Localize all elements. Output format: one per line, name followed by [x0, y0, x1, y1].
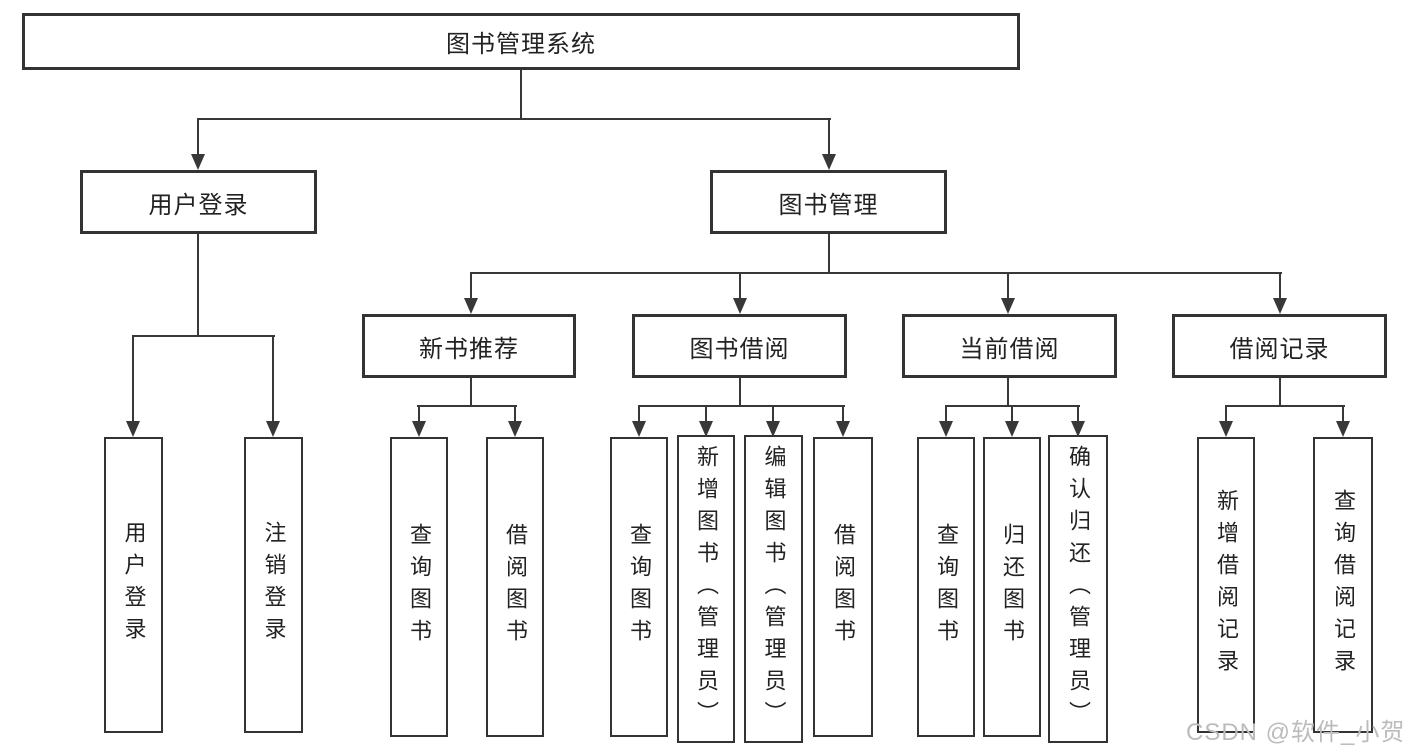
leaf-rec-query-book: 查询图书	[390, 437, 448, 737]
arrow-down-icon	[1001, 298, 1015, 314]
node-user-login-label: 用户登录	[148, 191, 249, 219]
leaf-borrow-query-book: 查询图书	[610, 437, 668, 737]
connector	[470, 378, 472, 405]
arrow-down-icon	[836, 421, 850, 437]
arrow-down-icon	[126, 421, 140, 437]
leaf-rec-query-book-label: 查询图书	[407, 523, 432, 651]
connector	[1225, 405, 1227, 423]
node-new-book-recommend: 新书推荐	[362, 314, 576, 378]
connector	[197, 118, 831, 120]
connector	[1007, 272, 1009, 300]
leaf-current-return-book: 归还图书	[983, 437, 1041, 737]
leaf-current-confirm-return-admin: 确认归还（管理员）	[1048, 435, 1108, 743]
node-book-management-label: 图书管理	[778, 191, 879, 219]
leaf-user-login-label: 用户登录	[121, 521, 147, 649]
connector	[470, 272, 1282, 274]
connector	[842, 405, 844, 423]
node-book-borrow: 图书借阅	[632, 314, 847, 378]
connector	[132, 335, 134, 423]
leaf-borrow-borrow-book: 借阅图书	[813, 437, 873, 737]
node-borrow-records-label: 借阅记录	[1229, 335, 1330, 363]
csdn-watermark: CSDN @软件_小贺同学	[1186, 719, 1405, 746]
connector	[272, 335, 274, 423]
connector	[197, 234, 199, 335]
arrow-down-icon	[699, 421, 713, 437]
node-system-root: 图书管理系统	[22, 13, 1020, 70]
node-system-root-label: 图书管理系统	[446, 31, 596, 58]
connector	[739, 378, 741, 405]
connector	[828, 118, 830, 156]
arrow-down-icon	[766, 421, 780, 437]
leaf-borrow-add-book-admin-label: 新增图书（管理员）	[694, 445, 719, 733]
arrow-down-icon	[1336, 421, 1350, 437]
leaf-borrow-borrow-book-label: 借阅图书	[831, 523, 856, 651]
arrow-down-icon	[508, 421, 522, 437]
arrow-down-icon	[191, 154, 205, 170]
connector	[1225, 405, 1345, 407]
node-borrow-records: 借阅记录	[1172, 314, 1387, 378]
leaf-rec-borrow-book: 借阅图书	[486, 437, 544, 737]
connector	[1007, 378, 1009, 405]
arrow-down-icon	[266, 421, 280, 437]
leaf-current-query-book: 查询图书	[917, 437, 975, 737]
connector	[417, 405, 517, 407]
connector	[945, 405, 947, 423]
connector	[1011, 405, 1013, 423]
connector	[828, 234, 830, 272]
leaf-records-add-record: 新增借阅记录	[1197, 437, 1255, 733]
node-new-book-recommend-label: 新书推荐	[419, 335, 519, 363]
leaf-borrow-add-book-admin: 新增图书（管理员）	[677, 435, 735, 743]
connector	[418, 405, 420, 423]
node-book-management: 图书管理	[710, 170, 947, 234]
leaf-records-query-record: 查询借阅记录	[1313, 437, 1373, 733]
connector	[638, 405, 845, 407]
node-book-borrow-label: 图书借阅	[689, 335, 790, 363]
connector	[1342, 405, 1344, 423]
leaf-logout: 注销登录	[244, 437, 303, 733]
leaf-borrow-edit-book-admin-label: 编辑图书（管理员）	[761, 445, 787, 733]
arrow-down-icon	[412, 421, 426, 437]
connector	[705, 405, 707, 423]
node-current-borrow-label: 当前借阅	[959, 335, 1060, 363]
node-user-login: 用户登录	[80, 170, 317, 234]
connector	[520, 70, 522, 118]
arrow-down-icon	[939, 421, 953, 437]
arrow-down-icon	[1219, 421, 1233, 437]
leaf-records-add-record-label: 新增借阅记录	[1214, 489, 1239, 681]
leaf-logout-label: 注销登录	[261, 521, 287, 649]
leaf-current-return-book-label: 归还图书	[1000, 523, 1025, 651]
leaf-records-query-record-label: 查询借阅记录	[1331, 489, 1356, 681]
arrow-down-icon	[822, 154, 836, 170]
leaf-current-confirm-return-admin-label: 确认归还（管理员）	[1066, 445, 1091, 733]
leaf-borrow-edit-book-admin: 编辑图书（管理员）	[744, 435, 803, 743]
connector	[638, 405, 640, 423]
arrow-down-icon	[632, 421, 646, 437]
node-current-borrow: 当前借阅	[902, 314, 1117, 378]
arrow-down-icon	[464, 298, 478, 314]
connector	[132, 335, 275, 337]
arrow-down-icon	[733, 298, 747, 314]
connector	[1077, 405, 1079, 423]
leaf-rec-borrow-book-label: 借阅图书	[503, 523, 528, 651]
connector	[1279, 272, 1281, 300]
connector	[197, 118, 199, 156]
connector	[1279, 378, 1281, 405]
arrow-down-icon	[1273, 298, 1287, 314]
connector	[514, 405, 516, 423]
connector	[772, 405, 774, 423]
leaf-current-query-book-label: 查询图书	[934, 523, 959, 651]
arrow-down-icon	[1071, 421, 1085, 437]
connector	[739, 272, 741, 300]
arrow-down-icon	[1005, 421, 1019, 437]
connector	[470, 272, 472, 300]
leaf-user-login: 用户登录	[104, 437, 163, 733]
leaf-borrow-query-book-label: 查询图书	[627, 523, 652, 651]
